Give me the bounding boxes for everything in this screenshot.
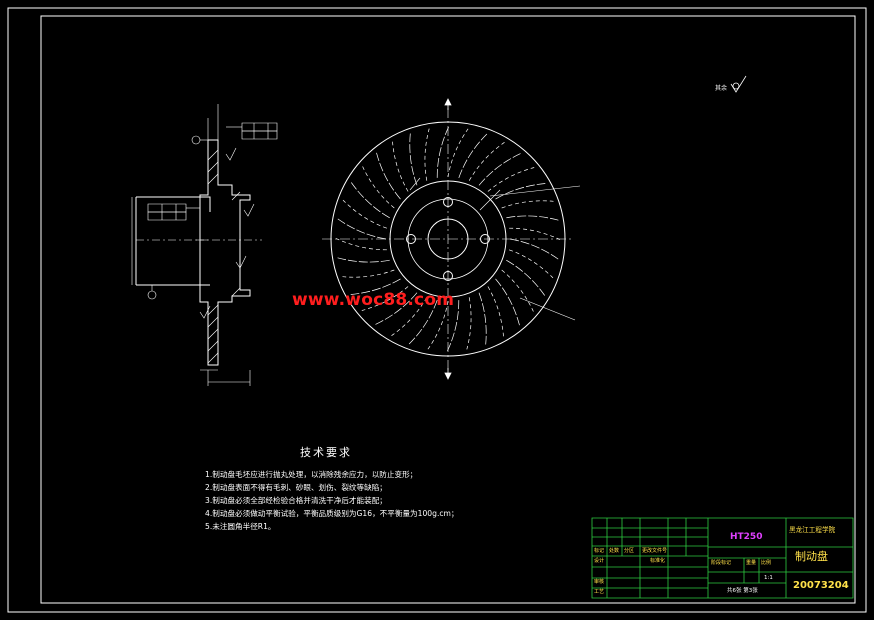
- label-process: 工艺: [594, 589, 605, 595]
- general-roughness-symbol: [731, 76, 746, 92]
- vane-line: [459, 134, 487, 178]
- vane-line: [502, 270, 534, 312]
- label-stage-mark: 阶段标记: [711, 560, 732, 566]
- vane-line: [479, 293, 486, 345]
- front-view: [322, 108, 580, 372]
- vane-line: [510, 239, 558, 259]
- label-standardization: 标准化: [650, 558, 666, 564]
- vane-line: [338, 258, 390, 262]
- vane-line: [496, 279, 520, 325]
- scale-value: 1:1: [764, 575, 773, 581]
- tech-requirement-5: 5.未注圆角半径R1。: [205, 522, 276, 531]
- sheet-border-outer: [8, 8, 866, 612]
- label-change-doc: 更改文件号: [642, 548, 668, 554]
- tech-requirement-2: 2.制动盘表面不得有毛刺、砂眼、划伤、裂纹等缺陷；: [205, 483, 387, 492]
- vane-line: [410, 134, 417, 186]
- ventilation-vanes: [336, 127, 560, 351]
- vane-line: [448, 129, 468, 177]
- tech-requirement-3: 3.制动盘必须全部经检验合格并清洗干净后才能装配；: [205, 496, 387, 505]
- vane-line: [506, 260, 544, 295]
- vane-line: [509, 250, 553, 278]
- vane-line: [479, 154, 521, 186]
- vane-line: [447, 300, 458, 351]
- drawing-number: 20073204: [793, 580, 849, 591]
- watermark-text: www.woc88.com: [292, 290, 455, 310]
- tech-requirements-title: 技术要求: [300, 446, 352, 459]
- section-markers: [444, 98, 452, 380]
- vane-line: [509, 228, 560, 239]
- vane-line: [343, 200, 387, 228]
- vane-line: [488, 168, 534, 192]
- sheet-border-inner: [41, 16, 855, 603]
- school-name: 黑龙江工程学院: [789, 526, 836, 534]
- vane-line: [488, 287, 504, 337]
- tech-requirement-1: 1.制动盘毛坯应进行抛丸处理，以消除残余应力，以防止变形；: [205, 470, 418, 479]
- vane-line: [351, 279, 401, 295]
- vane-line: [351, 183, 389, 218]
- vane-line: [363, 167, 395, 209]
- label-designer: 设计: [594, 558, 605, 564]
- label-marking: 标记: [594, 548, 605, 554]
- title-block: [592, 518, 853, 598]
- vane-line: [437, 127, 448, 178]
- vane-line: [409, 300, 437, 344]
- tech-requirement-4: 4.制动盘必须做动平衡试验，平衡品质级别为G16，不平衡量为100g.cm；: [205, 509, 459, 518]
- vane-line: [336, 238, 387, 249]
- label-zone: 分区: [624, 548, 635, 554]
- label-count: 处数: [609, 548, 620, 554]
- vane-line: [506, 216, 558, 220]
- label-review: 审核: [594, 579, 605, 585]
- sheet-count: 共6张 第3张: [727, 588, 758, 594]
- vane-line: [467, 297, 471, 349]
- general-roughness-label: 其余: [715, 85, 728, 92]
- label-weight: 重量: [746, 560, 757, 566]
- vane-line: [377, 153, 401, 199]
- section-view: [132, 104, 277, 386]
- vane-line: [393, 142, 409, 192]
- vane-line: [376, 293, 418, 325]
- vane-line: [338, 219, 386, 239]
- vane-line: [496, 184, 546, 200]
- part-name: 制动盘: [795, 550, 828, 563]
- vane-line: [425, 129, 429, 181]
- vane-line: [343, 270, 395, 277]
- vane-line: [502, 201, 554, 208]
- material-label: HT250: [730, 532, 763, 542]
- label-scale: 比例: [761, 560, 772, 566]
